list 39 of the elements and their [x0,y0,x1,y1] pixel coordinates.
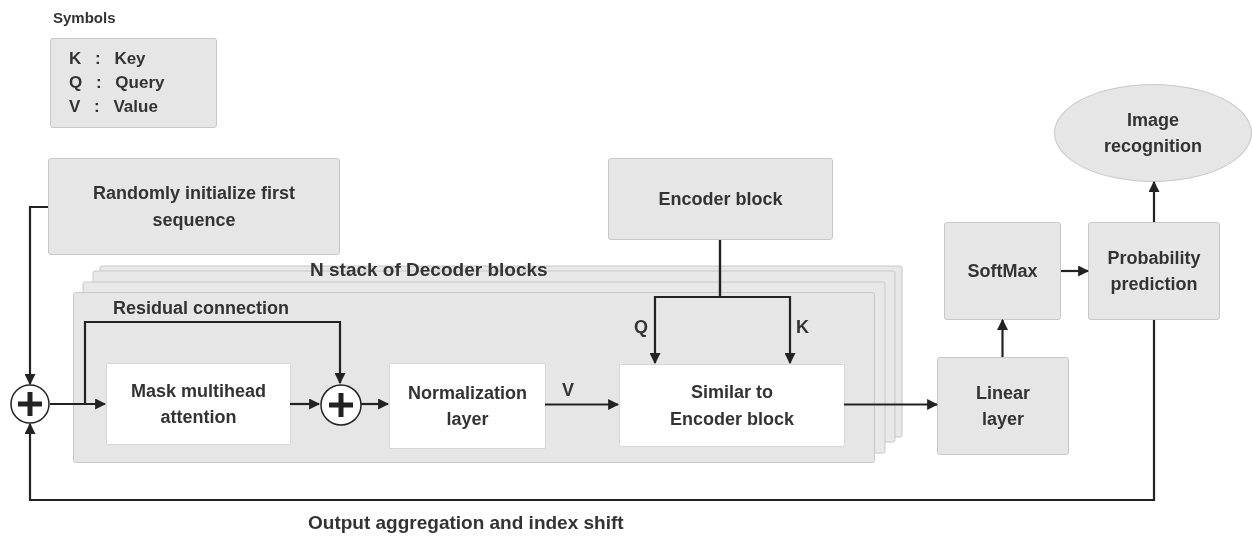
symbol-definition: Q : Query [69,72,165,95]
edge-label: Q [634,317,648,339]
arrow [361,398,390,410]
arrow [844,399,939,410]
arrow [1061,265,1090,277]
arrow [997,318,1008,357]
node-label: Linear layer [975,381,1031,431]
node-label: Probability prediction [1106,246,1202,296]
process-box [1088,222,1220,320]
node-label: SoftMax [967,259,1038,283]
edge-label: Residual connection [113,298,290,320]
node-label: Randomly initialize first sequence [91,182,296,232]
sum-circle [10,384,50,424]
process-box [619,364,845,447]
arrow [545,399,620,410]
process-box [944,222,1061,320]
arrow [718,240,796,365]
symbol-definition: K : Key [69,48,146,71]
process-box [106,363,291,445]
arrow [24,320,1156,502]
process-box [48,158,340,255]
node-label: Encoder block [658,187,783,211]
arrow [290,398,321,410]
edge-label: K [796,317,809,339]
node-label: Mask multihead attention [129,379,267,429]
process-box [937,357,1069,455]
node-label: Similar to Encoder block [669,381,795,431]
symbol-definition: V : Value [69,95,158,118]
edge-label: Output aggregation and index shift [308,512,624,535]
arrow [1148,180,1160,222]
edge-label: V [562,380,574,402]
node-label: Image recognition [1103,108,1203,158]
process-box [389,363,546,449]
stack-title: N stack of Decoder blocks [310,259,548,282]
node-label: Normalization layer [407,381,528,431]
sum-circle [320,384,362,426]
arrow [24,205,48,386]
process-box [608,158,833,240]
legend-heading: Symbols [53,9,116,27]
